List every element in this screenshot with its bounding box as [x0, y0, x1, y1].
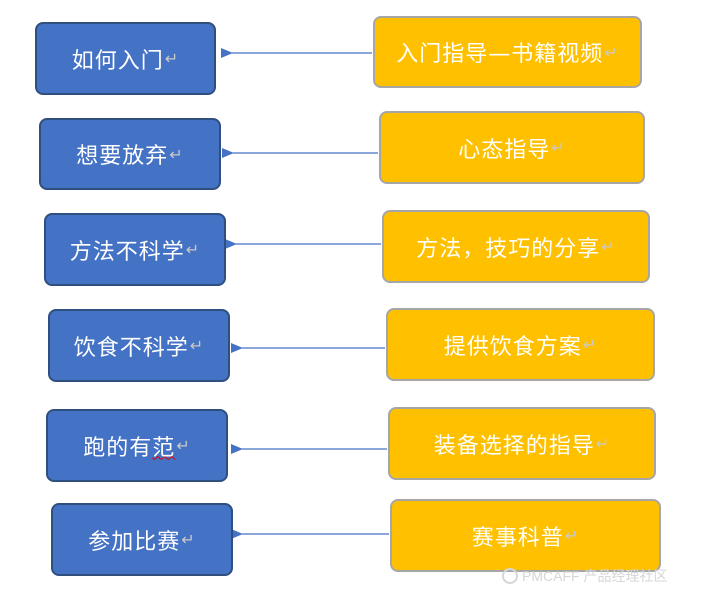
problem-box-2: 想要放弃↵ [39, 118, 221, 190]
return-mark-icon: ↵ [181, 530, 196, 549]
solution-label-5: 装备选择的指导 [433, 433, 595, 459]
solution-label-1: 入门指导—书籍视频 [396, 42, 604, 67]
problem-label-5-part-b: 范 [152, 435, 176, 461]
problem-label-6: 参加比赛 [88, 529, 181, 555]
problem-box-4: 饮食不科学↵ [48, 309, 230, 382]
watermark-text: PMCAFF 产品经理社区 [522, 568, 668, 584]
problem-label-5-part-a: 跑的有 [83, 435, 153, 461]
solution-box-3: 方法，技巧的分享↵ [382, 210, 650, 283]
solution-label-2: 心态指导 [458, 137, 551, 163]
return-mark-icon: ↵ [604, 42, 619, 62]
return-mark-icon: ↵ [169, 144, 184, 164]
solution-box-2: 心态指导↵ [379, 111, 645, 184]
solution-box-6: 赛事科普↵ [390, 499, 661, 572]
solution-label-6: 赛事科普 [471, 525, 564, 551]
return-mark-icon: ↵ [601, 237, 616, 256]
problem-box-3: 方法不科学↵ [44, 213, 226, 286]
return-mark-icon: ↵ [176, 436, 191, 455]
problem-box-1: 如何入门↵ [35, 22, 216, 95]
problem-label-3: 方法不科学 [69, 239, 185, 265]
solution-label-4: 提供饮食方案 [443, 334, 582, 360]
problem-label-1: 如何入门 [71, 48, 164, 74]
solution-box-1: 入门指导—书籍视频↵ [373, 16, 642, 88]
solution-label-3: 方法，技巧的分享 [416, 236, 601, 262]
return-mark-icon: ↵ [164, 49, 180, 68]
pmcaff-logo-icon [502, 568, 518, 584]
problem-label-4: 饮食不科学 [73, 335, 189, 361]
problem-label-2: 想要放弃 [76, 144, 169, 169]
return-mark-icon: ↵ [185, 240, 201, 259]
return-mark-icon: ↵ [564, 526, 580, 545]
problem-label-5: 跑的有范 [83, 430, 175, 462]
return-mark-icon: ↵ [189, 336, 205, 355]
return-mark-icon: ↵ [595, 434, 611, 453]
problem-box-6: 参加比赛↵ [51, 503, 233, 576]
solution-box-4: 提供饮食方案↵ [386, 308, 655, 381]
watermark: PMCAFF 产品经理社区 [502, 566, 667, 586]
return-mark-icon: ↵ [582, 335, 598, 354]
return-mark-icon: ↵ [551, 138, 566, 157]
solution-box-5: 装备选择的指导↵ [388, 407, 656, 480]
problem-box-5: 跑的有范↵ [46, 409, 228, 482]
